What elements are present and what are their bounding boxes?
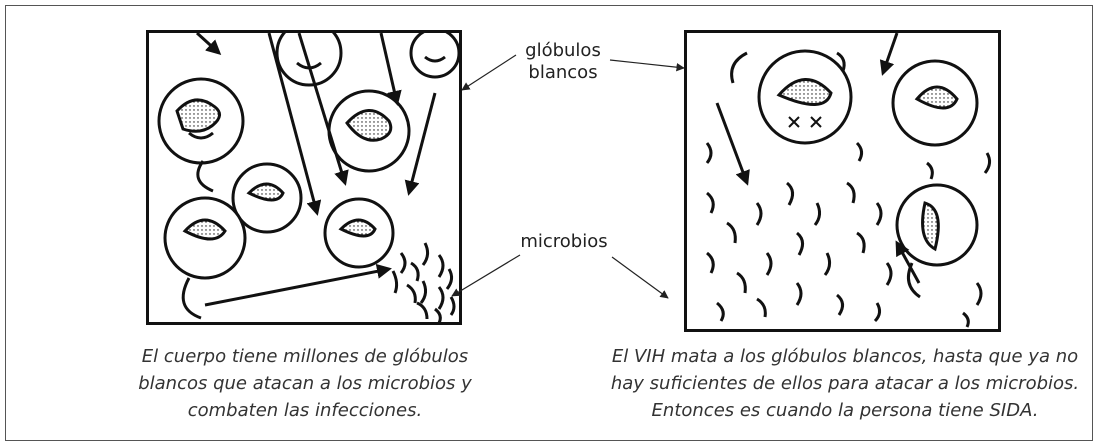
arrow-to-right-cells <box>609 59 685 72</box>
illustration-healthy-body <box>146 30 462 325</box>
caption-left-line: blancos que atacan a los microbios y <box>138 373 472 394</box>
illustration-hiv-aids <box>684 30 1001 332</box>
caption-left-line: El cuerpo tiene millones de glóbulos <box>141 346 469 367</box>
label-white-cells-line1: glóbulos <box>525 40 601 61</box>
figure-frame <box>5 5 1093 441</box>
caption-right: El VIH mata a los glóbulos blancos, hast… <box>530 343 1100 424</box>
arrow-to-left-microbes <box>451 254 521 297</box>
caption-right-line: Entonces es cuando la persona tiene SIDA… <box>651 400 1039 421</box>
caption-left-line: combaten las infecciones. <box>187 400 423 421</box>
microbes-overwhelming-drawing <box>705 33 992 328</box>
label-white-cells: glóbulos blancos <box>518 40 608 84</box>
arrow-to-right-microbes <box>611 256 669 299</box>
white-cells-fighting-drawing <box>157 33 459 322</box>
caption-right-line: El VIH mata a los glóbulos blancos, hast… <box>611 346 1079 367</box>
label-microbes: microbios <box>520 231 608 252</box>
caption-left: El cuerpo tiene millones de glóbulos bla… <box>95 343 515 424</box>
caption-right-line: hay suficientes de ellos para atacar a l… <box>610 373 1080 394</box>
arrow-to-left-cells <box>461 54 517 91</box>
label-white-cells-line2: blancos <box>528 62 598 83</box>
